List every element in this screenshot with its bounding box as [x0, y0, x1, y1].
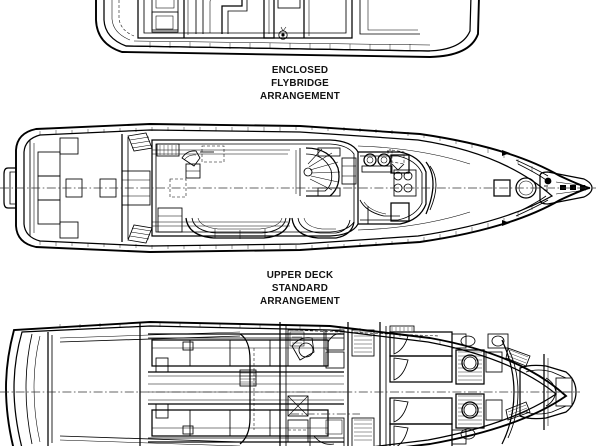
upper-deck-caption-line-1: UPPER DECK	[266, 269, 334, 281]
companionway-stairs	[487, 333, 531, 421]
bow-pulpit	[539, 171, 593, 205]
upper-deck-plan-caption: UPPER DECK STANDARD ARRANGEMENT	[18, 269, 582, 308]
helm-station	[361, 149, 417, 197]
flybridge-plan	[95, 0, 480, 58]
upper-deck-caption-line-2: STANDARD	[271, 282, 329, 294]
guest-stateroom-upper	[389, 325, 467, 383]
flybridge-plan-caption: ENCLOSED FLYBRIDGE ARRANGEMENT	[18, 64, 582, 103]
engine-room	[139, 322, 349, 446]
head-lower	[455, 393, 503, 440]
guest-stateroom-lower	[389, 397, 467, 446]
lower-deck-plan	[0, 321, 580, 446]
upper-deck-caption-line-3: ARRANGEMENT	[260, 295, 340, 307]
flybridge-caption-line-2: FLYBRIDGE	[271, 77, 329, 89]
forward-vip-cabin	[519, 364, 577, 420]
upper-deck-plan	[0, 123, 596, 253]
flybridge-caption-line-1: ENCLOSED	[271, 64, 329, 76]
head-upper	[455, 335, 503, 385]
flybridge-caption-line-3: ARRANGEMENT	[260, 90, 340, 102]
